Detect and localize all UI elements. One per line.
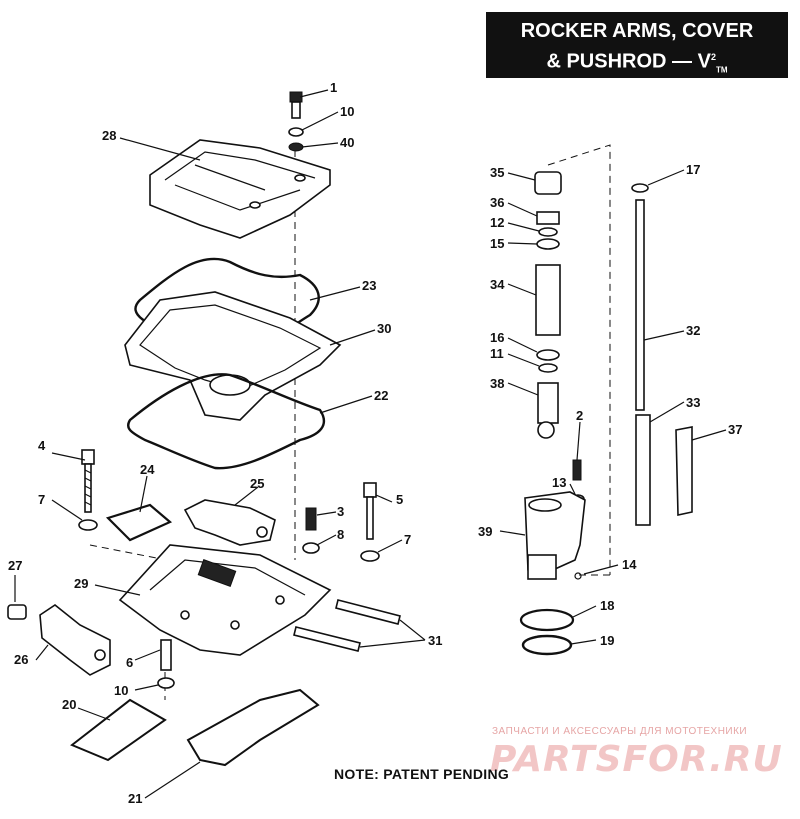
callout-10-top: 10	[340, 104, 355, 119]
washer-7-right	[360, 550, 380, 562]
callout-6: 6	[126, 655, 134, 670]
leader-lines	[14, 89, 727, 799]
screw-6	[160, 639, 172, 671]
bushing-27	[7, 604, 27, 620]
bolt-4	[81, 449, 95, 513]
callout-3: 3	[337, 504, 345, 519]
rocker-arm-25	[183, 499, 276, 546]
oring-18	[519, 608, 575, 632]
watermark-tagline: ЗАПЧАСТИ И АКСЕССУАРЫ ДЛЯ МОТОТЕХНИКИ	[492, 726, 748, 737]
pushrod-32	[635, 199, 645, 411]
tube-37	[675, 426, 693, 516]
title-tm: TM	[715, 65, 728, 75]
callout-26: 26	[14, 652, 29, 667]
callout-18: 18	[600, 598, 615, 613]
callout-23: 23	[362, 278, 377, 293]
callout-7-left: 7	[38, 492, 46, 507]
title-line-2: & PUSHROD — V2TM	[486, 44, 788, 84]
callout-34: 34	[490, 277, 505, 292]
watermark-brand: PARTSFOR.RU	[490, 739, 783, 780]
washer-10-bottom	[157, 677, 175, 689]
washer-8	[302, 542, 320, 554]
callout-5: 5	[396, 492, 404, 507]
tappet-38	[537, 382, 559, 439]
washer-40	[288, 142, 304, 152]
rocker-shafts-31	[293, 599, 401, 652]
callout-20: 20	[62, 697, 77, 712]
cover-tube-33	[635, 414, 651, 526]
callout-1: 1	[330, 80, 338, 95]
callout-35: 35	[490, 165, 505, 180]
gasket-24	[105, 503, 173, 542]
callout-22: 22	[374, 388, 389, 403]
callout-11: 11	[490, 346, 504, 361]
callout-8: 8	[337, 527, 345, 542]
washer-17	[631, 183, 649, 193]
callout-30: 30	[377, 321, 392, 336]
gasket-21	[186, 688, 320, 767]
patent-note: NOTE: PATENT PENDING	[334, 766, 510, 782]
callout-7-right: 7	[404, 532, 412, 547]
title-line-1: ROCKER ARMS, COVER	[520, 20, 754, 42]
callout-2: 2	[576, 408, 584, 423]
callout-33: 33	[686, 395, 701, 410]
tube-34	[535, 264, 561, 336]
callout-25: 25	[250, 476, 265, 491]
callout-39: 39	[478, 524, 493, 539]
callout-21: 21	[128, 791, 143, 806]
callout-28: 28	[102, 128, 117, 143]
tappet-block-39	[524, 491, 586, 580]
cup-35	[534, 171, 562, 195]
title-sup: 2	[710, 52, 716, 62]
callout-31: 31	[428, 633, 443, 648]
callout-29: 29	[74, 576, 89, 591]
callout-27: 27	[8, 558, 23, 573]
callout-38: 38	[490, 376, 505, 391]
cover-base-30	[124, 291, 342, 421]
callout-17: 17	[686, 162, 701, 177]
gasket-20	[70, 698, 167, 762]
callout-19: 19	[600, 633, 615, 648]
oring-16	[536, 349, 560, 361]
title-banner: ROCKER ARMS, COVER & PUSHROD — V2TM	[486, 12, 788, 78]
callout-16: 16	[490, 330, 505, 345]
callout-32: 32	[686, 323, 701, 338]
callout-40: 40	[340, 135, 355, 150]
oring-19	[521, 634, 573, 656]
spring-36	[536, 211, 560, 225]
rocker-arm-26	[39, 604, 111, 676]
rocker-cover-28	[149, 139, 331, 239]
screw-3	[305, 507, 317, 531]
screw-2	[572, 459, 582, 481]
callout-12: 12	[490, 215, 505, 230]
gasket-22	[126, 373, 326, 470]
callout-15: 15	[490, 236, 505, 251]
callout-14: 14	[622, 557, 637, 572]
washer-12	[538, 227, 558, 237]
callout-37: 37	[728, 422, 743, 437]
support-plate-29	[118, 544, 332, 656]
bolt-5	[363, 482, 377, 540]
callout-13: 13	[552, 475, 567, 490]
callout-10-bottom: 10	[114, 683, 129, 698]
oring-15	[536, 238, 560, 250]
dowel-14	[574, 572, 582, 580]
title-line-2-text: & PUSHROD — V	[546, 50, 711, 73]
screw-1	[289, 91, 303, 119]
callout-24: 24	[140, 462, 155, 477]
washer-10-top	[288, 127, 304, 137]
washer-7-left	[78, 519, 98, 531]
callout-4: 4	[38, 438, 46, 453]
washer-11	[538, 363, 558, 373]
callout-36: 36	[490, 195, 505, 210]
